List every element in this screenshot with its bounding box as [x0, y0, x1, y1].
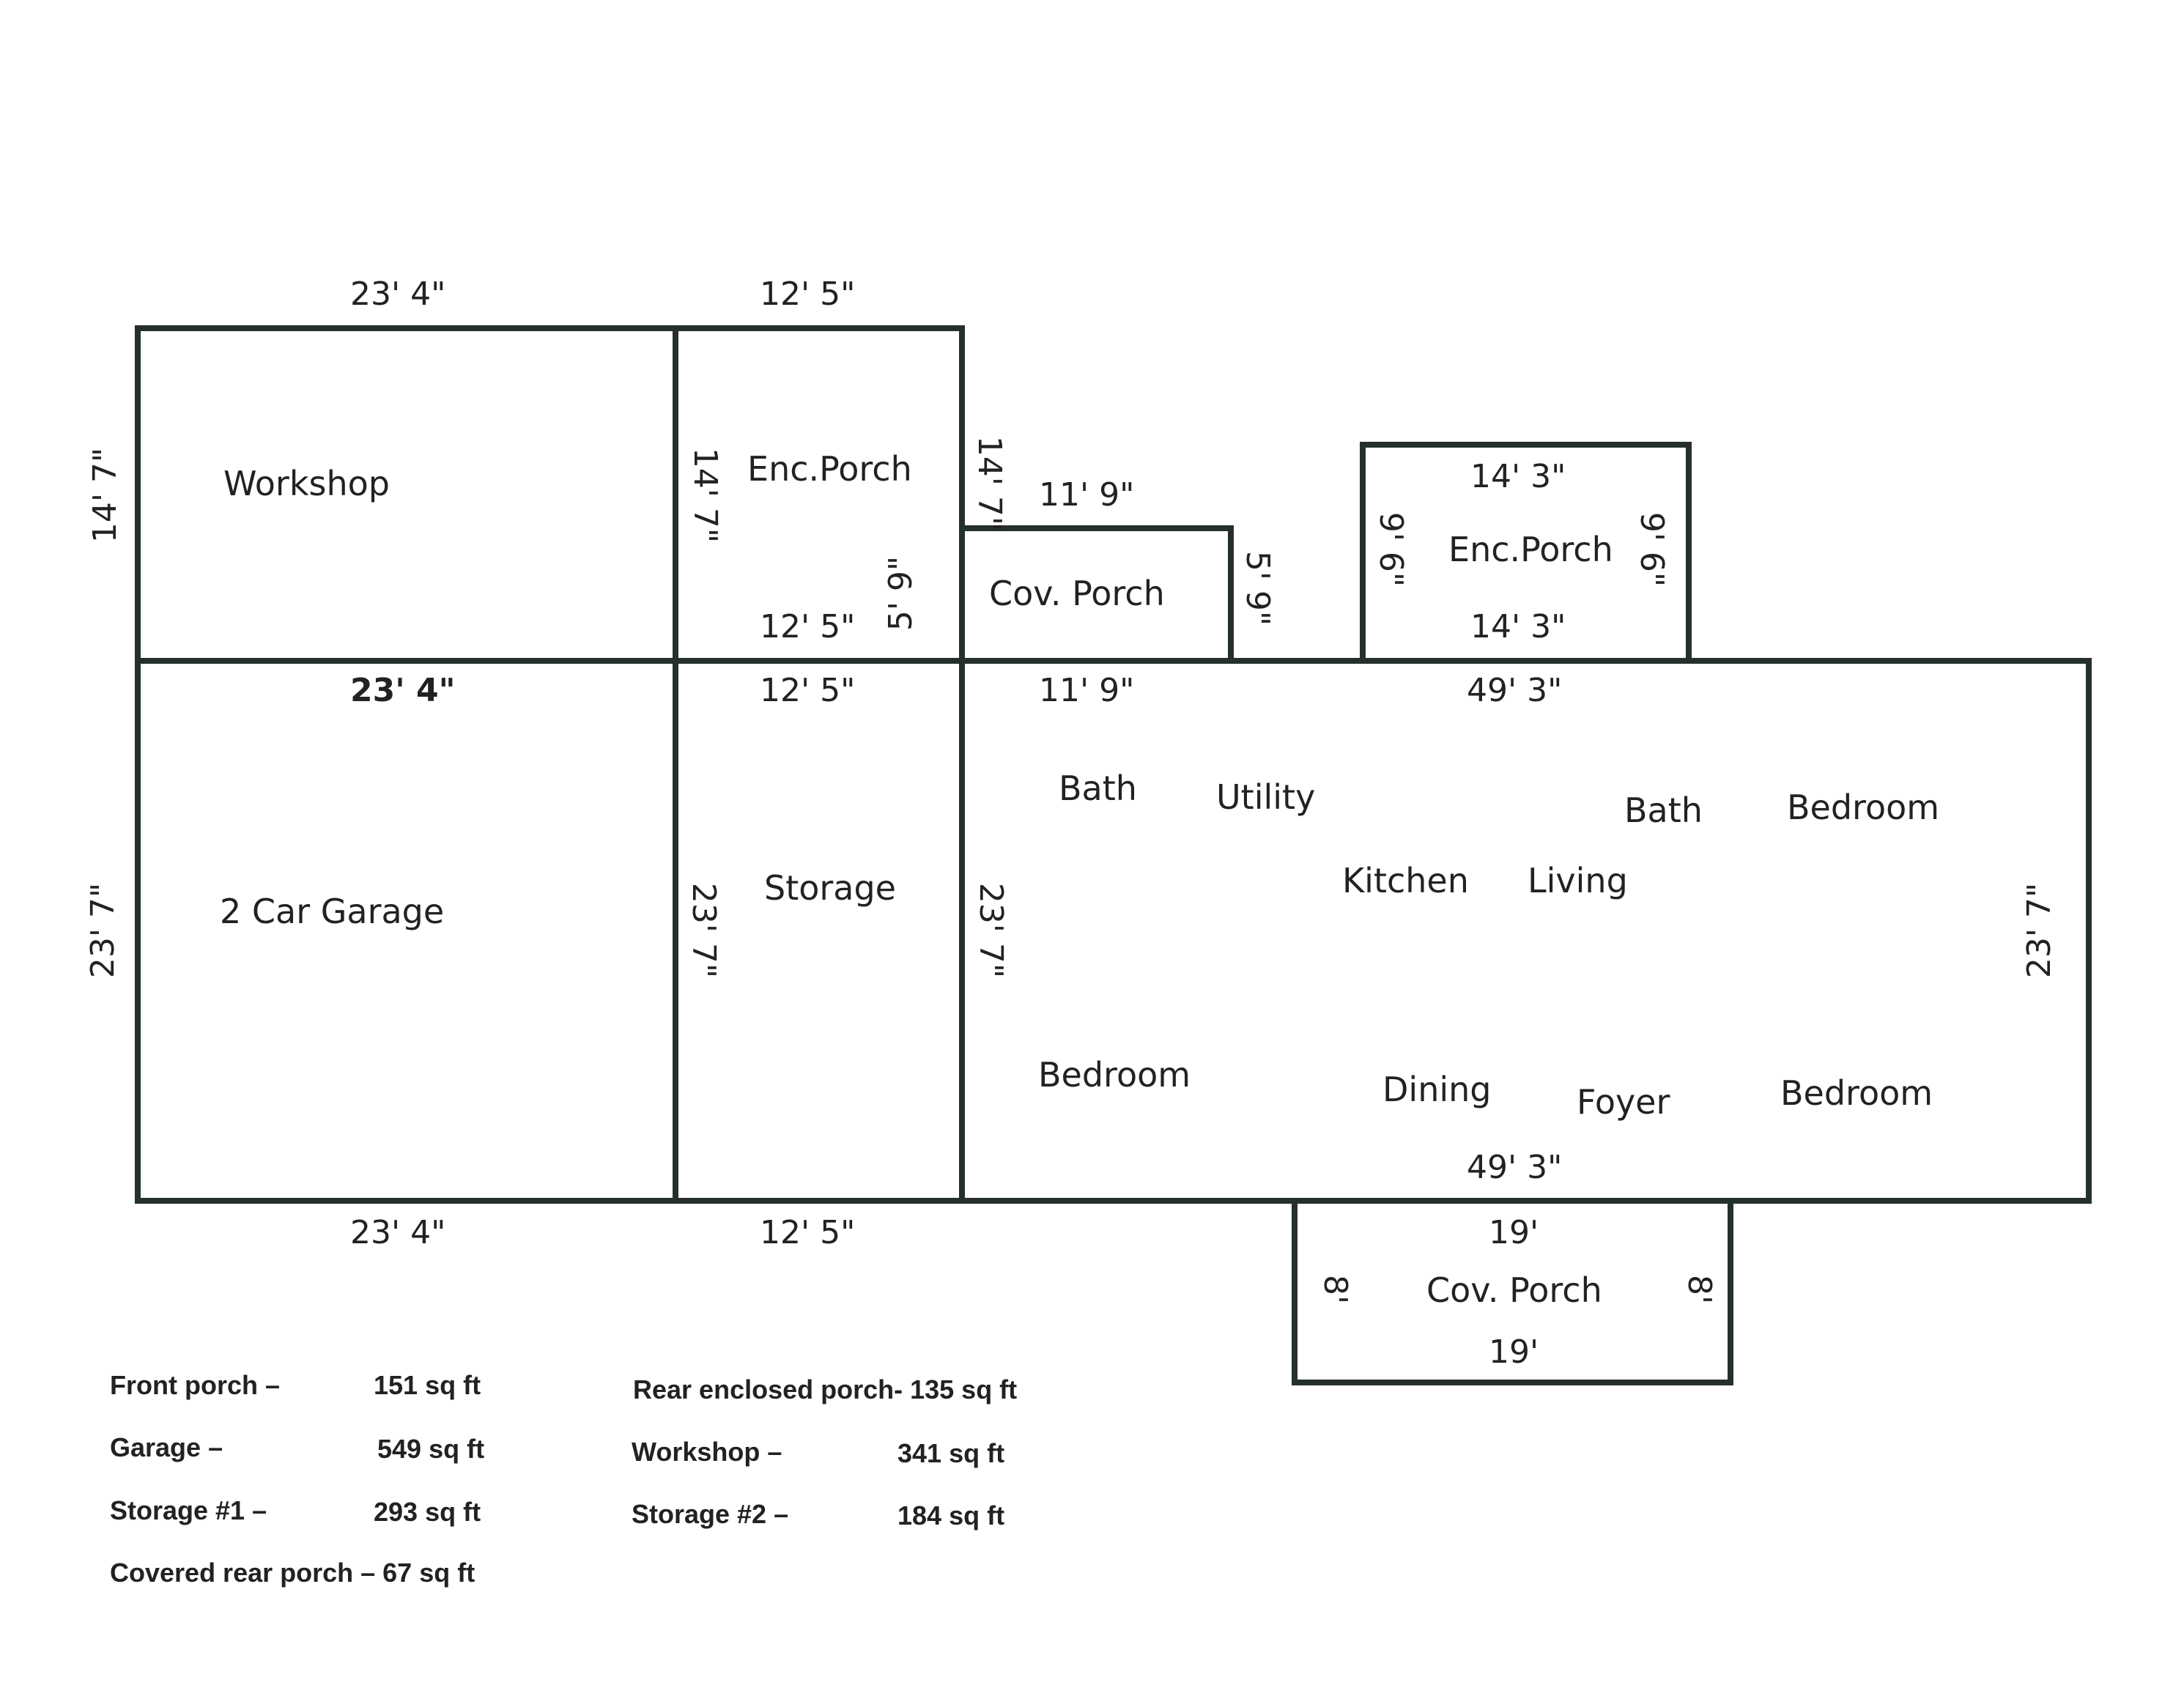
dimension-labels-horizontal: 23' 4" 12' 5" 12' 5" 11' 9" 14' 3" 14' 3…: [350, 275, 1566, 1371]
dim-workshop-top: 23' 4": [350, 275, 445, 313]
room-label-bath-1: Bath: [1059, 769, 1137, 808]
dim-rear-porch-right: 8': [1681, 1275, 1718, 1304]
dim-house-left: 23' 7": [972, 883, 1010, 978]
area-summary: Front porch – 151 sq ft Garage – 549 sq …: [110, 1370, 1017, 1588]
dim-storage-bottom: 12' 5": [760, 1214, 855, 1251]
area-covered-rear-porch: Covered rear porch – 67 sq ft: [110, 1558, 475, 1588]
dim-garage-bottom: 23' 4": [350, 1214, 445, 1251]
room-label-kitchen: Kitchen: [1342, 861, 1469, 900]
room-label-foyer: Foyer: [1577, 1082, 1670, 1122]
dim-workshop-left: 14' 7": [86, 448, 124, 543]
dim-house-top-left: 11' 9": [1039, 672, 1134, 709]
room-label-bath-2: Bath: [1624, 791, 1703, 830]
house-main-wall: [959, 658, 2092, 1204]
room-label-bedroom-1: Bedroom: [1787, 788, 1939, 827]
area-rear-enclosed-porch: Rear enclosed porch- 135 sq ft: [633, 1374, 1017, 1404]
area-storage1-label: Storage #1 –: [110, 1495, 267, 1525]
dim-garage-top: 23' 4": [350, 672, 456, 709]
dim-enc-porch-bottom: 12' 5": [760, 608, 855, 645]
dim-cov-porch-left: 14' 7": [971, 436, 1008, 531]
dim-enc-porch-top: 12' 5": [760, 275, 855, 313]
room-label-workshop: Workshop: [223, 464, 390, 503]
room-label-enc-porch-right: Enc.Porch: [1448, 530, 1613, 569]
area-workshop-value: 341 sq ft: [897, 1438, 1004, 1468]
area-storage2-value: 184 sq ft: [897, 1500, 1004, 1530]
room-labels: Workshop Enc.Porch Cov. Porch Enc.Porch …: [220, 449, 1939, 1310]
dimension-labels-vertical: 14' 7" 14' 7" 5' 9" 14' 7" 5' 9" 9' 6" 9…: [84, 436, 2058, 1304]
area-garage-label: Garage –: [110, 1432, 223, 1462]
area-storage2-label: Storage #2 –: [632, 1499, 788, 1529]
dim-cov-porch-right: 5' 9": [1239, 551, 1276, 626]
dim-cov-porch-top: 11' 9": [1039, 476, 1134, 514]
dim-enc-porch2-top: 14' 3": [1470, 458, 1566, 495]
room-label-garage: 2 Car Garage: [220, 892, 444, 931]
area-front-porch-value: 151 sq ft: [374, 1370, 481, 1400]
room-label-bedroom-2: Bedroom: [1038, 1055, 1191, 1095]
dim-enc-porch2-bottom: 14' 3": [1470, 608, 1566, 645]
area-garage-value: 549 sq ft: [377, 1434, 484, 1464]
dim-storage-top: 12' 5": [760, 672, 855, 709]
room-label-bedroom-3: Bedroom: [1780, 1073, 1933, 1113]
dim-garage-left: 23' 7": [84, 883, 122, 978]
area-workshop-label: Workshop –: [632, 1437, 782, 1467]
dim-house-top: 49' 3": [1467, 672, 1562, 709]
dim-house-right: 23' 7": [2021, 883, 2058, 978]
covered-porch-bottom-wall: [1292, 1198, 1733, 1385]
dim-enc-porch-right: 5' 9": [882, 556, 919, 631]
dim-storage-left: 23' 7": [685, 883, 722, 978]
room-label-living: Living: [1528, 861, 1628, 900]
room-label-cov-porch-bottom: Cov. Porch: [1426, 1270, 1602, 1310]
dim-enc-porch-left: 14' 7": [686, 448, 724, 543]
room-label-dining: Dining: [1382, 1070, 1492, 1109]
room-label-cov-porch-top: Cov. Porch: [989, 574, 1165, 613]
room-label-enc-porch-left: Enc.Porch: [747, 449, 912, 489]
walls: [135, 325, 2092, 1385]
dim-rear-porch-top: 19': [1489, 1214, 1539, 1251]
room-label-storage: Storage: [764, 868, 896, 908]
dim-enc-porch2-right: 9' 6": [1633, 512, 1670, 587]
dim-rear-porch-left: 8': [1317, 1275, 1354, 1304]
dim-enc-porch2-left: 9' 6": [1372, 512, 1410, 587]
area-storage1-value: 293 sq ft: [374, 1497, 481, 1527]
dim-house-bottom: 49' 3": [1467, 1149, 1562, 1186]
room-label-utility: Utility: [1216, 777, 1315, 817]
dim-rear-porch-bottom: 19': [1489, 1333, 1539, 1371]
area-front-porch-label: Front porch –: [110, 1370, 280, 1400]
